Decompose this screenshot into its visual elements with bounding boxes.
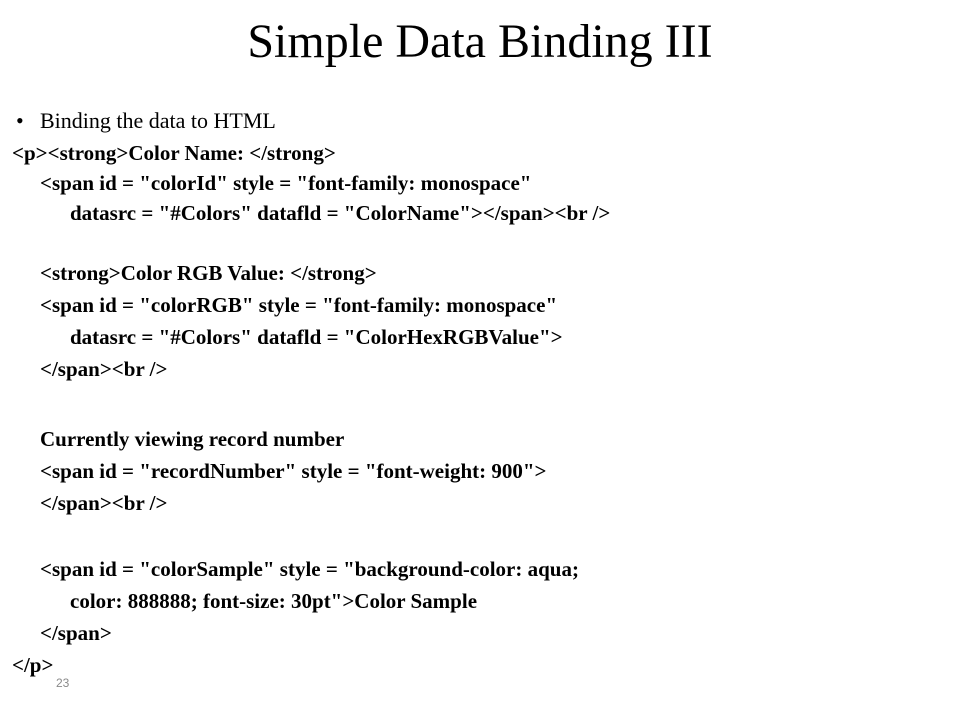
code-line-14: </p> bbox=[12, 653, 54, 677]
code-line-10: </span><br /> bbox=[40, 491, 168, 515]
code-line-5: <span id = "colorRGB" style = "font-fami… bbox=[40, 293, 558, 317]
bullet-text: Binding the data to HTML bbox=[40, 108, 276, 133]
code-line-7: </span><br /> bbox=[40, 357, 168, 381]
code-line-12: color: 888888; font-size: 30pt">Color Sa… bbox=[70, 589, 478, 613]
code-line-9: <span id = "recordNumber" style = "font-… bbox=[40, 459, 547, 483]
code-line-2: <span id = "colorId" style = "font-famil… bbox=[40, 171, 532, 195]
code-line-1: <p><strong>Color Name: </strong> bbox=[12, 141, 336, 165]
code-line-13: </span> bbox=[40, 621, 112, 645]
bullet-item: • Binding the data to HTML bbox=[16, 106, 276, 136]
code-line-3: datasrc = "#Colors" datafld = "ColorName… bbox=[70, 201, 611, 225]
code-line-11: <span id = "colorSample" style = "backgr… bbox=[40, 557, 579, 581]
code-line-8: Currently viewing record number bbox=[40, 427, 345, 451]
code-line-4: <strong>Color RGB Value: </strong> bbox=[40, 261, 377, 285]
bullet-dot-icon: • bbox=[16, 108, 24, 133]
page-number: 23 bbox=[56, 676, 70, 690]
slide-title: Simple Data Binding III bbox=[247, 15, 713, 68]
code-line-6: datasrc = "#Colors" datafld = "ColorHexR… bbox=[70, 325, 563, 349]
